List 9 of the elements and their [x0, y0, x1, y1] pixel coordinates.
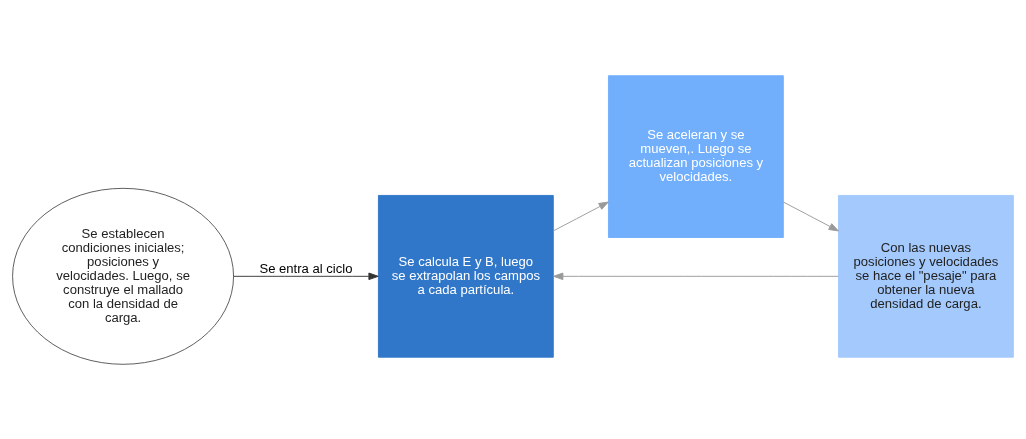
edge-label: Se entra al ciclo: [259, 260, 353, 276]
arrow: [782, 201, 839, 231]
arrow: [552, 201, 609, 231]
node-box: Se calcula E y B, luego se extrapolan los campos a cada partícula.: [377, 194, 554, 358]
node-box: Con las nuevas posiciones y velocidades se hace el "pesaje" para obtener la nueva densidad de carga.: [838, 194, 1014, 358]
arrow: [553, 272, 839, 280]
node-box: Se aceleran y se mueven,. Luego se actualizan posiciones y velocidades.: [608, 74, 784, 238]
arrow: [233, 272, 379, 280]
node-ellipse: Se establecen condiciones iniciales; posiciones y velocidades. Luego, se construye el mallado con la densidad de carga.: [12, 187, 235, 365]
